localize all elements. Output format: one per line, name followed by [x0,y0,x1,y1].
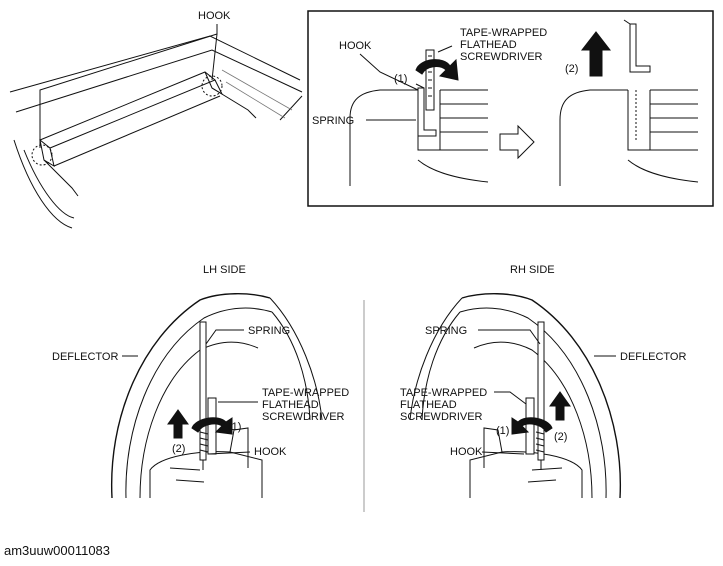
lh-title: LH SIDE [203,264,246,276]
overview-hook-label: HOOK [198,10,231,22]
rh-step2-label: (2) [554,431,567,443]
rh-deflector-label: DEFLECTOR [620,351,686,363]
rh-title: RH SIDE [510,264,555,276]
detail-step1-label: (1) [394,73,407,85]
rh-hook-label: HOOK [450,446,483,458]
lh-spring-label: SPRING [248,325,290,337]
detail-tool-label-2: FLATHEAD [460,39,517,51]
overview-illustration: HOOK [9,10,303,229]
lh-tool-label-1: TAPE-WRAPPED [262,387,349,399]
detail-hook-label: HOOK [339,40,372,52]
rh-tool-label-2: FLATHEAD [400,399,457,411]
rh-tool-label-3: SCREWDRIVER [400,411,483,423]
rh-spring-label: SPRING [425,325,467,337]
detail-box: HOOK (1) TAPE-WRAPPED FLATHEAD SCREWDRIV… [307,10,714,207]
detail-spring-label: SPRING [312,115,354,127]
lh-deflector-label: DEFLECTOR [52,351,118,363]
detail-step2-label: (2) [565,63,578,75]
detail-tool-label-3: SCREWDRIVER [460,51,543,63]
lh-tool-label-2: FLATHEAD [262,399,319,411]
lh-tool-label-3: SCREWDRIVER [262,411,345,423]
lh-step2-label: (2) [172,443,185,455]
reference-code: am3uuw00011083 [4,543,111,558]
lh-hook-label: HOOK [254,446,287,458]
detail-tool-label-1: TAPE-WRAPPED [460,27,547,39]
lh-side-illustration: LH SIDE SPRING DEFLECTOR TAPE-WRAPPED FL… [52,264,349,499]
rh-side-illustration: RH SIDE SPRING DEFLECTOR TAPE-WRAPPED FL… [400,264,686,499]
rh-step1-label: (1) [496,425,509,437]
lh-step1-label: (1) [228,421,241,433]
rh-tool-label-1: TAPE-WRAPPED [400,387,487,399]
